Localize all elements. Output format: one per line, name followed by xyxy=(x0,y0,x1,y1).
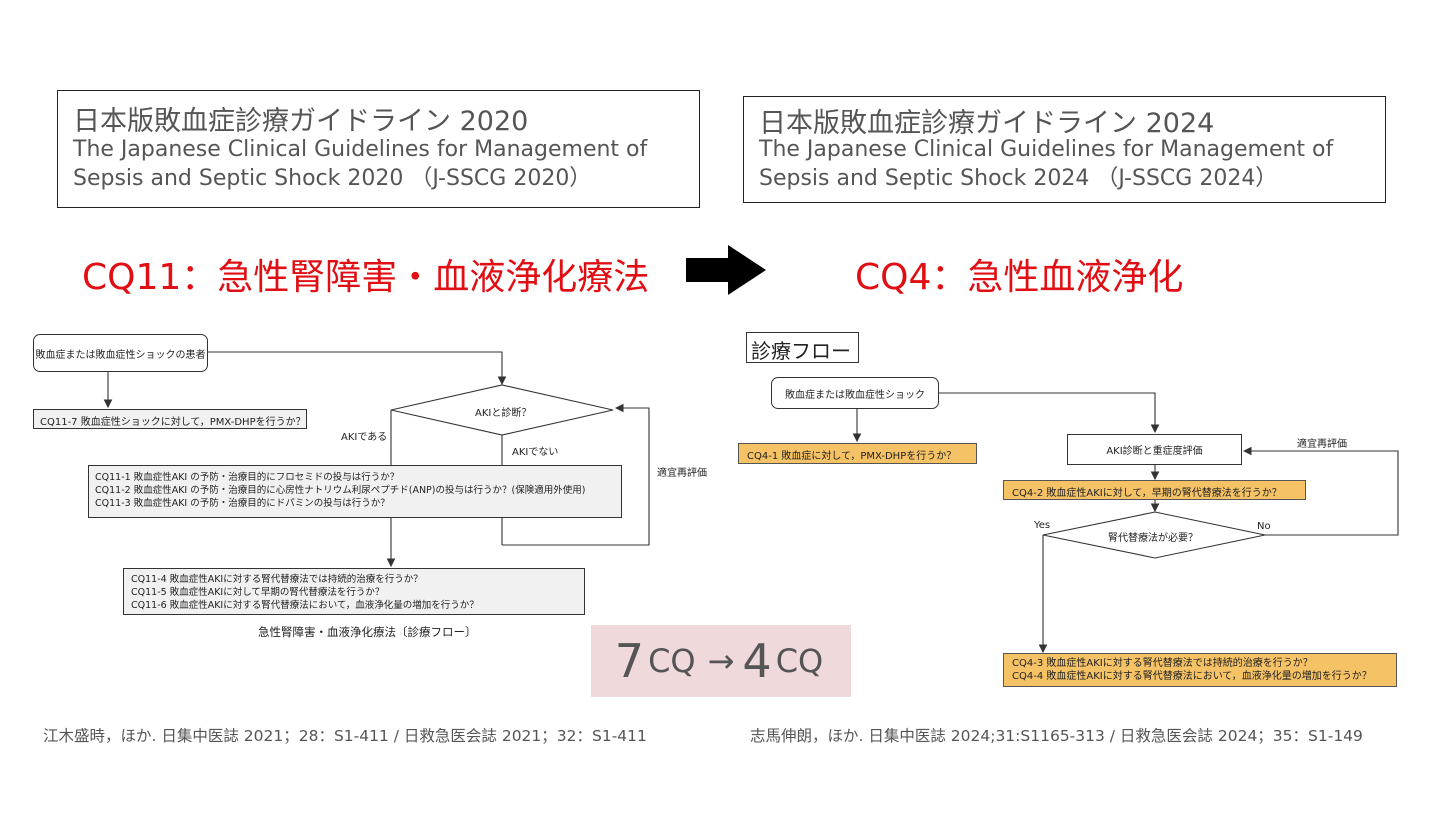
right-flow-final-node: CQ4-3 敗血症性AKIに対する腎代替療法では持続的治療を行うか？ CQ4-4… xyxy=(1003,653,1397,687)
right-flow-decision-text: 腎代替療法が必要？ xyxy=(1108,533,1198,544)
right-flow-assess-text: AKI診断と重症度評価 xyxy=(1106,446,1203,457)
left-flow-box2-line: CQ11-6 敗血症性AKIに対する腎代替療法において，血液浄化量の増加を行うか… xyxy=(131,600,479,611)
right-flow-assess-node: AKI診断と重症度評価 xyxy=(1067,434,1242,465)
left-flow-box2-line: CQ11-5 敗血症性AKIに対して早期の腎代替療法を行うか？ xyxy=(131,587,385,598)
right-flow-early-text: CQ4-2 敗血症性AKIに対して，早期の腎代替療法を行うか？ xyxy=(1012,488,1282,499)
left-guideline-en-line1: The Japanese Clinical Guidelines for Man… xyxy=(73,137,648,162)
reduction-to-unit: CQ xyxy=(775,642,824,680)
right-flow-label-yes: Yes xyxy=(1034,520,1051,531)
right-flow-heading: 診療フロー xyxy=(746,332,859,363)
left-flow-pmx-node: CQ11-7 敗血症性ショックに対して，PMX-DHPを行うか？ xyxy=(33,409,307,429)
left-flow-box2: CQ11-4 敗血症性AKIに対する腎代替療法では持続的治療を行うか？ CQ11… xyxy=(123,568,585,615)
right-flow-label-no: No xyxy=(1257,521,1271,532)
right-flow-final-line: CQ4-3 敗血症性AKIに対する腎代替療法では持続的治療を行うか？ xyxy=(1012,658,1313,669)
right-flow-pmx-text: CQ4-1 敗血症に対して，PMX-DHPを行うか？ xyxy=(747,451,957,462)
left-flow-start-node: 敗血症または敗血症性ショックの患者 xyxy=(33,334,208,372)
left-guideline-jp-title: 日本版敗血症診療ガイドライン 2020 xyxy=(73,106,529,137)
cq-reduction-badge: 7 CQ → 4 CQ xyxy=(591,625,851,697)
left-flow-start-text: 敗血症または敗血症性ショックの患者 xyxy=(35,349,206,361)
left-flow-caption: 急性腎障害・血液浄化療法〔診療フロー〕 xyxy=(258,625,477,639)
citation-left: 江木盛時，ほか. 日集中医誌 2021；28：S1-411 / 日救急医会誌 2… xyxy=(43,727,647,745)
left-flow-decision-text: AKIと診断？ xyxy=(475,408,532,419)
left-flow-box1-line: CQ11-2 敗血症性AKI の予防・治療目的に心房性ナトリウム利尿ペプチド(A… xyxy=(95,485,586,496)
left-flow-label-aki-no: AKIでない xyxy=(512,447,559,458)
reduction-from-unit: CQ xyxy=(648,642,696,680)
right-flow-final-line: CQ4-4 敗血症性AKIに対する腎代替療法において，血液浄化量の増加を行うか？ xyxy=(1012,671,1372,682)
left-guideline-box: 日本版敗血症診療ガイドライン 2020 The Japanese Clinica… xyxy=(57,90,700,208)
right-guideline-en-line1: The Japanese Clinical Guidelines for Man… xyxy=(759,137,1334,162)
left-flow-box1-line: CQ11-3 敗血症性AKI の予防・治療目的にドパミンの投与は行うか？ xyxy=(95,498,390,509)
left-flow-label-aki-yes: AKIである xyxy=(341,432,388,443)
reduction-arrow-icon: → xyxy=(707,642,735,680)
right-guideline-jp-title: 日本版敗血症診療ガイドライン 2024 xyxy=(759,108,1215,139)
reduction-to-number: 4 xyxy=(742,634,772,688)
citation-right: 志馬伸朗，ほか. 日集中医誌 2024;31:S1165-313 / 日救急医会… xyxy=(750,727,1363,745)
left-guideline-en-title: The Japanese Clinical Guidelines for Man… xyxy=(73,135,647,193)
left-guideline-en-line2: Sepsis and Septic Shock 2020 （J-SSCG 202… xyxy=(73,166,592,191)
left-flow-box1: CQ11-1 敗血症性AKI の予防・治療目的にフロセミドの投与は行うか？ CQ… xyxy=(88,465,622,518)
right-guideline-box: 日本版敗血症診療ガイドライン 2024 The Japanese Clinica… xyxy=(743,96,1386,203)
left-flow-box1-line: CQ11-1 敗血症性AKI の予防・治療目的にフロセミドの投与は行うか？ xyxy=(95,472,400,483)
left-flow-label-reeval: 適宜再評価 xyxy=(657,468,707,479)
left-flow-box2-line: CQ11-4 敗血症性AKIに対する腎代替療法では持続的治療を行うか？ xyxy=(131,574,423,585)
right-cq-title: CQ4：急性血液浄化 xyxy=(855,257,1184,298)
right-flow-heading-text: 診療フロー xyxy=(751,339,851,363)
right-flow-pmx-node: CQ4-1 敗血症に対して，PMX-DHPを行うか？ xyxy=(738,443,977,464)
right-flow-start-node: 敗血症または敗血症性ショック xyxy=(771,377,939,409)
right-flow-start-text: 敗血症または敗血症性ショック xyxy=(785,389,925,401)
right-guideline-en-line2: Sepsis and Septic Shock 2024 （J-SSCG 202… xyxy=(759,166,1278,191)
right-flow-label-reeval: 適宜再評価 xyxy=(1297,439,1347,450)
reduction-from-number: 7 xyxy=(614,634,645,688)
left-cq-title: CQ11：急性腎障害・血液浄化療法 xyxy=(82,257,650,298)
left-flow-pmx-text: CQ11-7 敗血症性ショックに対して，PMX-DHPを行うか？ xyxy=(40,417,306,428)
right-flow-early-node: CQ4-2 敗血症性AKIに対して，早期の腎代替療法を行うか？ xyxy=(1003,480,1306,500)
right-guideline-en-title: The Japanese Clinical Guidelines for Man… xyxy=(759,135,1333,193)
transition-arrow-icon xyxy=(686,245,766,295)
